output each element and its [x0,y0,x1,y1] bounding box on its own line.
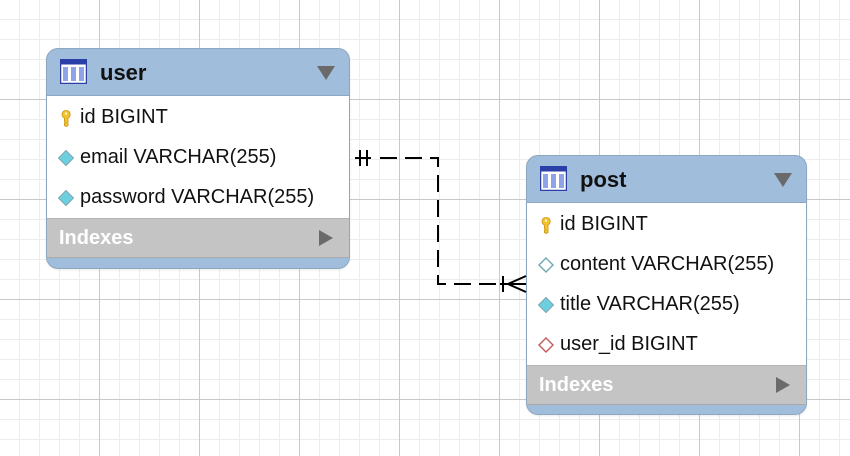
table-post[interactable]: post id BIGINT content VARCHAR(255) [526,155,807,415]
column-row[interactable]: email VARCHAR(255) [47,138,349,178]
collapse-arrow-icon[interactable] [317,66,335,80]
column-diamond-empty-icon [538,257,554,273]
relationship-line-dashed [380,157,500,285]
column-name: id BIGINT [560,213,648,235]
primary-key-icon [61,110,71,127]
column-row[interactable]: content VARCHAR(255) [527,245,806,285]
column-name: user_id BIGINT [560,333,698,355]
column-row[interactable]: id BIGINT [47,98,349,138]
table-footer [47,257,349,268]
collapse-arrow-icon[interactable] [774,173,792,187]
table-title: post [580,167,627,192]
columns-list: id BIGINT email VARCHAR(255) password VA… [47,95,349,218]
column-diamond-filled-icon [537,296,555,314]
expand-arrow-icon[interactable] [319,230,333,246]
table-title: user [100,60,147,85]
table-icon [540,166,567,191]
crows-foot-prong [507,283,527,293]
columns-list: id BIGINT content VARCHAR(255) title VAR… [527,202,806,365]
table-header[interactable]: post [527,156,806,202]
primary-key-icon [541,217,551,234]
column-diamond-filled-icon [57,189,75,207]
column-name: email VARCHAR(255) [80,146,277,168]
column-row[interactable]: password VARCHAR(255) [47,178,349,218]
column-name: title VARCHAR(255) [560,293,740,315]
table-footer [527,404,806,414]
table-user[interactable]: user id BIGINT email VARCHAR(255) [46,48,350,269]
table-icon [60,59,87,84]
indexes-section[interactable]: Indexes [527,365,806,404]
indexes-label: Indexes [59,227,134,249]
column-name: password VARCHAR(255) [80,186,315,208]
column-name: content VARCHAR(255) [560,253,775,275]
column-row[interactable]: user_id BIGINT [527,325,806,365]
table-header[interactable]: user [47,49,349,95]
crows-foot-prong [507,275,527,285]
foreign-key-diamond-icon [538,337,554,353]
column-name: id BIGINT [80,106,168,128]
column-row[interactable]: title VARCHAR(255) [527,285,806,325]
indexes-section[interactable]: Indexes [47,218,349,257]
column-diamond-filled-icon [57,149,75,167]
column-row[interactable]: id BIGINT [527,205,806,245]
expand-arrow-icon[interactable] [776,377,790,393]
indexes-label: Indexes [539,374,614,396]
